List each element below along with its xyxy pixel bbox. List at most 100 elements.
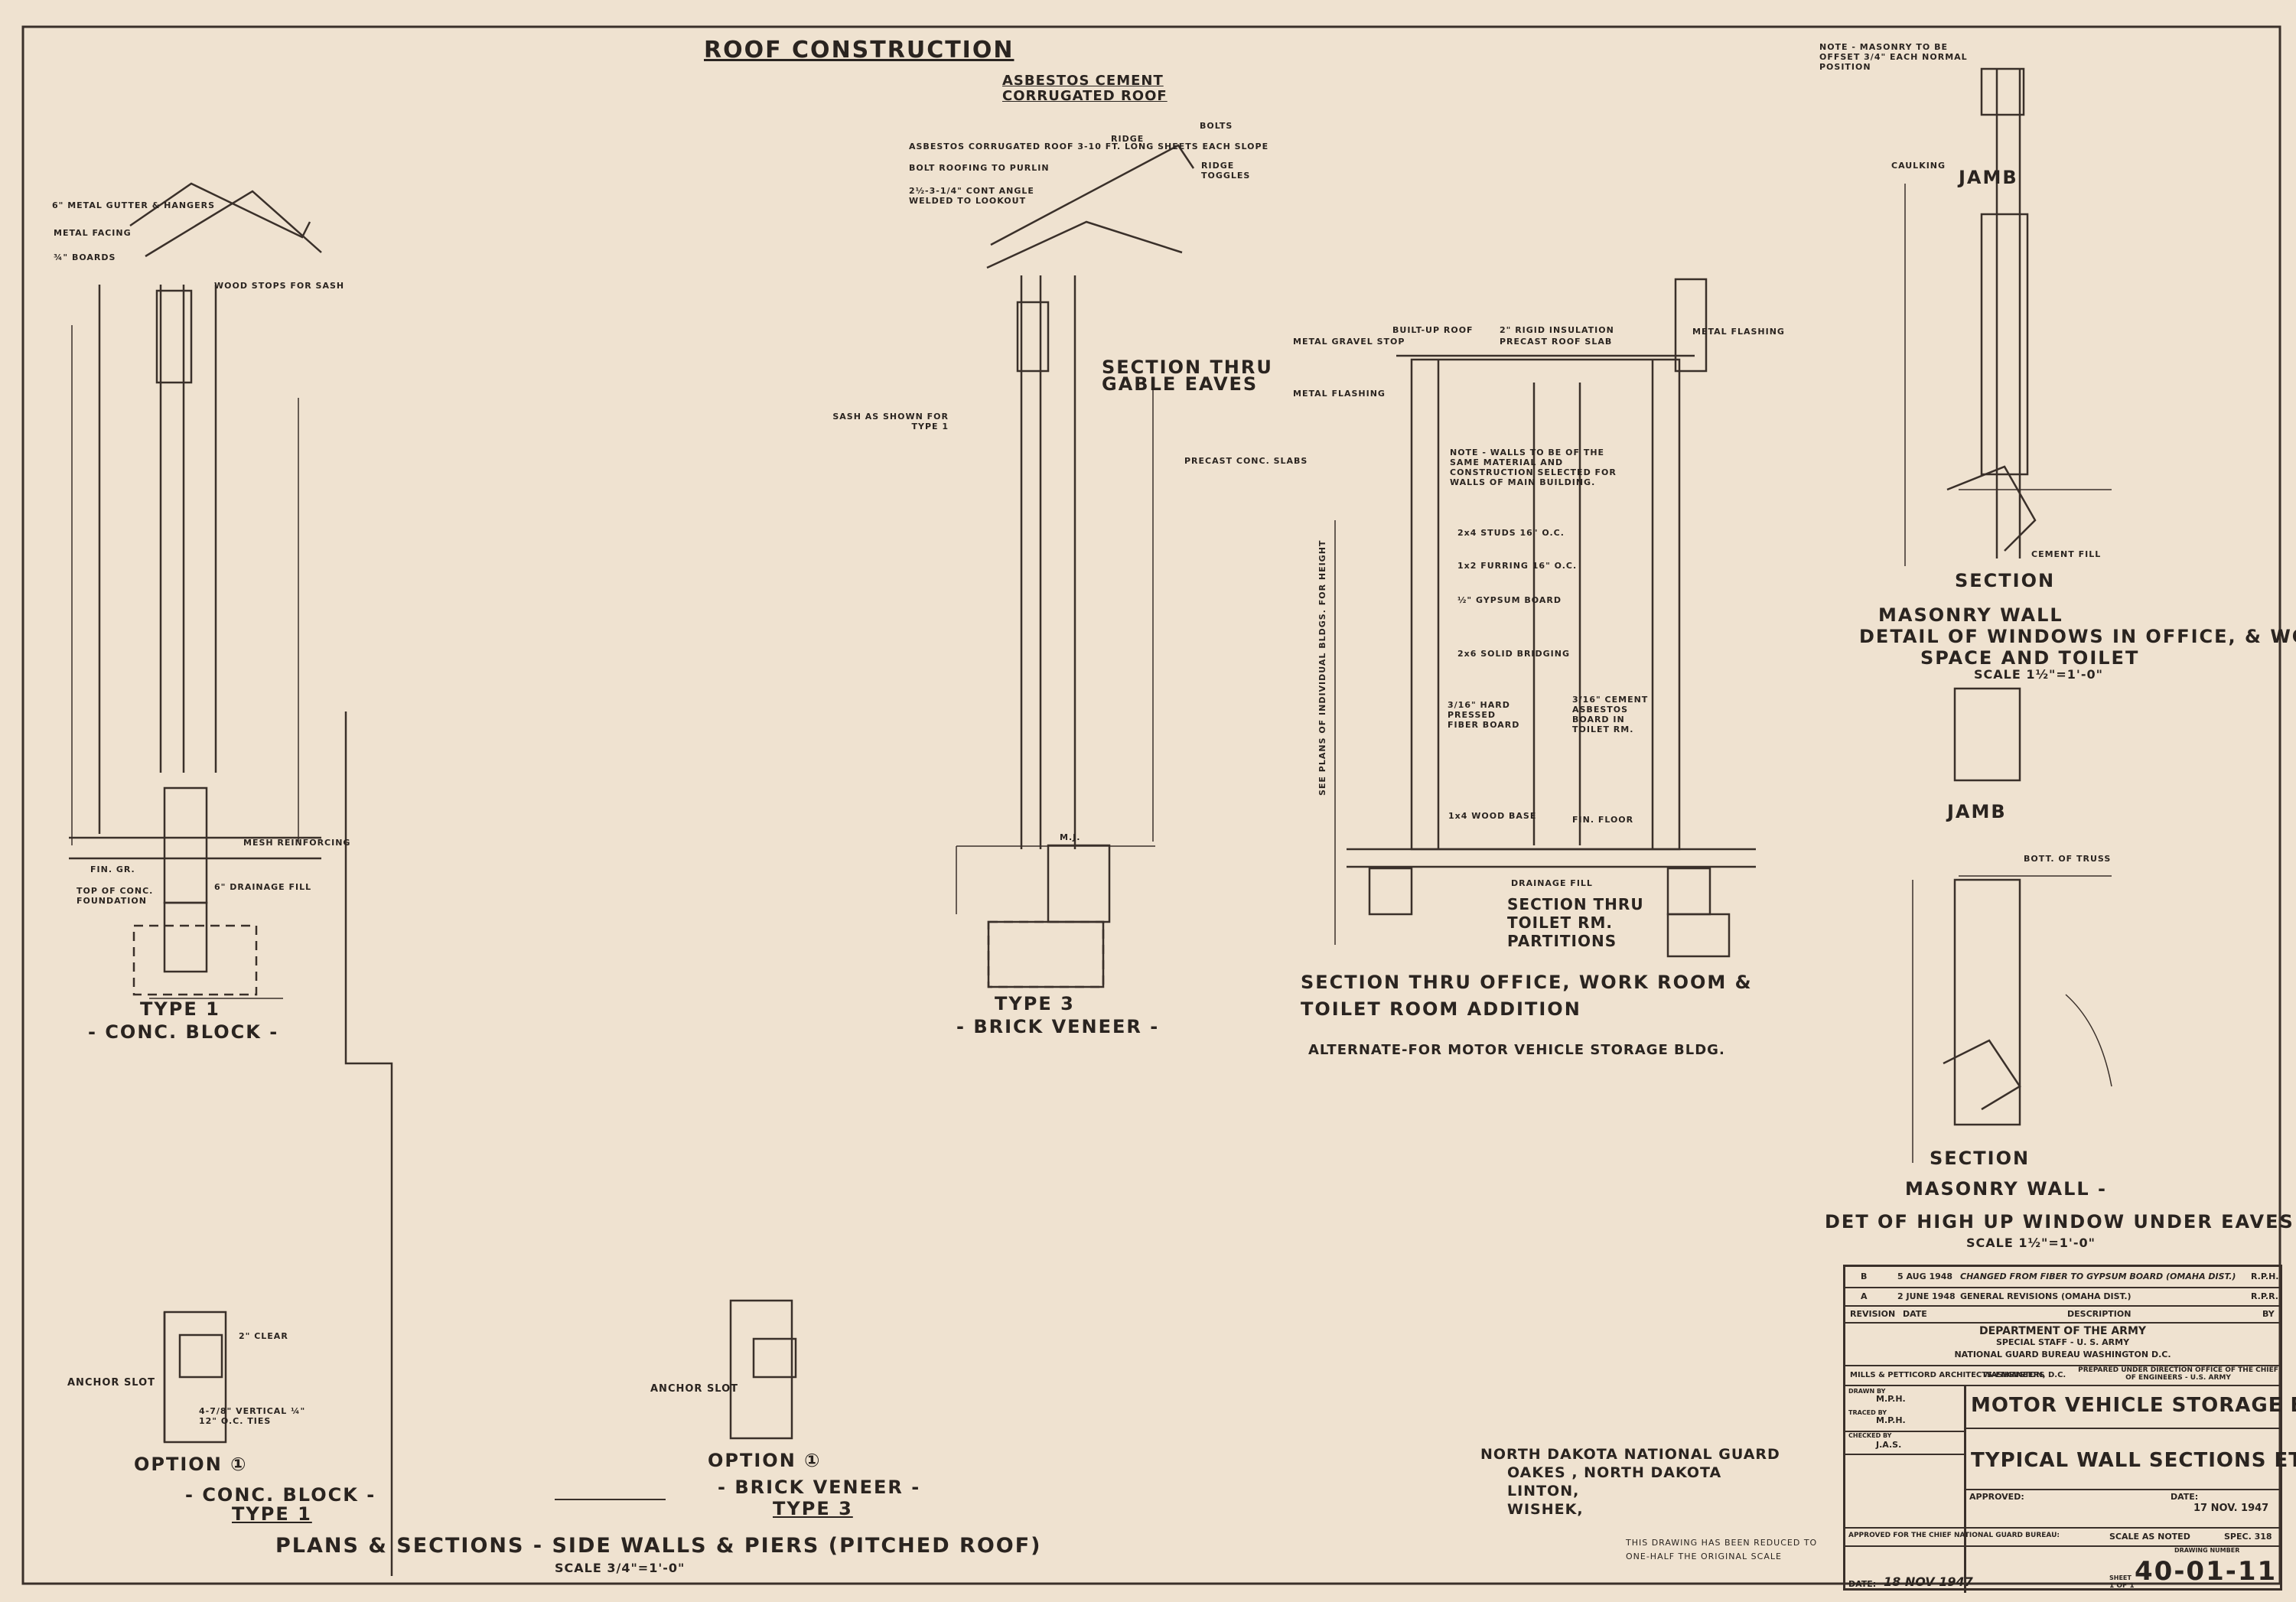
label-gypsum: ½" GYPSUM BOARD: [1457, 595, 1562, 605]
toilet-section-title-2: TOILET RM.: [1507, 913, 1613, 932]
jamb-label-1: JAMB: [1959, 167, 2018, 188]
label-drainage-fill: DRAINAGE FILL: [1511, 878, 1593, 888]
masonry-title-2: DETAIL OF WINDOWS IN OFFICE, & WORK: [1859, 626, 2296, 647]
plans-scale: SCALE 3/4"=1'-0": [555, 1561, 686, 1575]
roof-type-label-2: CORRUGATED ROOF: [1002, 88, 1168, 104]
hdr-revision: REVISION: [1850, 1309, 1896, 1319]
project-name: MOTOR VEHICLE STORAGE BLDG.: [1971, 1394, 2296, 1417]
approved-chief: APPROVED FOR THE CHIEF NATIONAL GUARD BU…: [1848, 1532, 2060, 1539]
sheet-of: 1 OF 1: [2109, 1582, 2135, 1590]
office-section-title: SECTION THRU OFFICE, WORK ROOM &: [1301, 972, 1753, 993]
bureau: NATIONAL GUARD BUREAU WASHINGTON D.C.: [1954, 1350, 2171, 1359]
date-value: 17 NOV. 1947: [2193, 1503, 2269, 1514]
option1-a-type: TYPE 1: [232, 1503, 312, 1525]
department: DEPARTMENT OF THE ARMY: [1978, 1325, 2147, 1337]
label-studs: 2x4 STUDS 16" O.C.: [1457, 528, 1565, 538]
prepared-under: PREPARED UNDER DIRECTION OFFICE OF THE C…: [2078, 1366, 2278, 1382]
rev-a-desc: GENERAL REVISIONS (OMAHA DIST.): [1960, 1291, 2132, 1301]
type1-subtitle: - CONC. BLOCK -: [88, 1021, 279, 1043]
label-wood-base: 1x4 WOOD BASE: [1448, 811, 1537, 821]
office-section: [1334, 278, 1756, 958]
drawn-traced-block: DRAWN BY M.P.H. TRACED BY M.P.H.: [1845, 1385, 1964, 1432]
masonry-note: NOTE - MASONRY TO BE OFFSET 3/4" EACH NO…: [1819, 42, 1968, 72]
masonry-title-3: SPACE AND TOILET: [1920, 647, 2140, 669]
label-asbestos-roof: ASBESTOS CORRUGATED ROOF 3-10 FT. LONG S…: [909, 142, 1269, 151]
masonry-window-detail: [1904, 67, 2112, 1163]
toilet-section-title: SECTION THRU: [1507, 895, 1644, 913]
checked-by: J.A.S.: [1876, 1440, 1902, 1450]
roof-construction-title: ROOF CONSTRUCTION: [704, 37, 1014, 63]
traced-by: M.P.H.: [1876, 1415, 1906, 1425]
rev-b-desc: CHANGED FROM FIBER TO GYPSUM BOARD (OMAH…: [1960, 1272, 2236, 1281]
label-sash-as: SASH AS SHOWN FOR TYPE 1: [832, 412, 949, 431]
project-row: MOTOR VEHICLE STORAGE BLDG.: [1966, 1385, 2296, 1429]
sheet-label: SHEET: [2109, 1574, 2132, 1581]
label-ridge: RIDGE: [1111, 134, 1145, 144]
label-metal-flashing-2: METAL FLASHING: [1293, 389, 1386, 399]
final-date: 18 NOV 1947: [1884, 1574, 1973, 1589]
label-boards: ¾" BOARDS: [54, 252, 116, 262]
section-label-1: SECTION: [1955, 570, 2056, 591]
title-block-divider: [1964, 1385, 1966, 1593]
type1-section: [69, 182, 322, 999]
option1-a-title: OPTION ①: [134, 1454, 248, 1475]
chief-row: APPROVED FOR THE CHIEF NATIONAL GUARD BU…: [1845, 1527, 2280, 1547]
label-cont-angle: 2½-3-1/4" CONT ANGLE WELDED TO LOOKOUT: [909, 186, 1034, 206]
label-metal-gravel: METAL GRAVEL STOP: [1293, 337, 1405, 347]
highup-title-2: DET OF HIGH UP WINDOW UNDER EAVES: [1825, 1211, 2294, 1232]
architects-row: MILLS & PETTICORD ARCHITECTS-ENGINEERS W…: [1845, 1365, 2280, 1386]
reduced-note-2: ONE-HALF THE ORIGINAL SCALE: [1626, 1552, 1782, 1561]
drawn-by: M.P.H.: [1876, 1394, 1906, 1404]
architects: MILLS & PETTICORD ARCHITECTS-ENGINEERS: [1850, 1371, 2045, 1379]
label-bolts: BOLTS: [1200, 121, 1233, 131]
sheet-title: TYPICAL WALL SECTIONS ETC: [1971, 1449, 2296, 1472]
department-row: DEPARTMENT OF THE ARMY SPECIAL STAFF - U…: [1845, 1322, 2280, 1366]
type3-subtitle: - BRICK VENEER -: [956, 1016, 1160, 1037]
hdr-by: BY: [2262, 1309, 2275, 1319]
label-fin-gr: FIN. GR.: [90, 864, 135, 874]
label-rigid-insulation: 2" RIGID INSULATION: [1500, 325, 1614, 335]
masonry-title-1: MASONRY WALL: [1878, 604, 2063, 626]
traced-by-label: TRACED BY: [1848, 1409, 1887, 1416]
option1-b-subtitle: - BRICK VENEER -: [718, 1477, 921, 1498]
checked-by-label: CHECKED BY: [1848, 1432, 1892, 1439]
revision-header-row: REVISION DATE DESCRIPTION BY: [1845, 1305, 2280, 1324]
label-cement-fill: CEMENT FILL: [2031, 549, 2102, 559]
rev-b-date: 5 AUG 1948: [1897, 1272, 1953, 1281]
hdr-date: DATE: [1903, 1309, 1927, 1319]
rev-b-letter: B: [1861, 1272, 1868, 1281]
spec-number: SPEC. 318: [2224, 1532, 2272, 1542]
checked-block: CHECKED BY J.A.S.: [1845, 1431, 1964, 1455]
rev-a-date: 2 JUNE 1948: [1897, 1291, 1956, 1301]
jamb-label-2: JAMB: [1947, 801, 2007, 822]
label-precast-roof: PRECAST ROOF SLAB: [1500, 337, 1613, 347]
nd-linton: LINTON,: [1507, 1483, 1580, 1499]
label-metal-gutter: 6" METAL GUTTER & HANGERS: [52, 200, 215, 210]
option1-b-title: OPTION ①: [708, 1450, 822, 1471]
type3-section: [956, 144, 1195, 988]
office-alternate-note: ALTERNATE-FOR MOTOR VEHICLE STORAGE BLDG…: [1308, 1042, 1725, 1058]
sheet-title-row: TYPICAL WALL SECTIONS ETC: [1966, 1428, 2296, 1490]
reduced-note: THIS DRAWING HAS BEEN REDUCED TO: [1626, 1538, 1818, 1548]
rev-b-by: R.P.H.: [2251, 1272, 2279, 1281]
plans-title: PLANS & SECTIONS - SIDE WALLS & PIERS (P…: [275, 1534, 1042, 1558]
label-metal-facing: METAL FACING: [54, 228, 132, 238]
revision-row-a: A 2 JUNE 1948 GENERAL REVISIONS (OMAHA D…: [1845, 1287, 2280, 1307]
label-clear: 2" CLEAR: [239, 1331, 288, 1341]
label-bott-truss: BOTT. OF TRUSS: [2024, 854, 2112, 864]
special-staff: SPECIAL STAFF - U. S. ARMY: [1995, 1337, 2130, 1347]
gable-title: SECTION THRU: [1102, 357, 1273, 378]
hdr-description: DESCRIPTION: [2067, 1309, 2132, 1319]
revision-row-b: B 5 AUG 1948 CHANGED FROM FIBER TO GYPSU…: [1845, 1267, 2280, 1288]
label-fiber-board: 3/16" HARD PRESSED FIBER BOARD: [1448, 700, 1520, 730]
drawing-number-label: DRAWING NUMBER: [2174, 1547, 2240, 1554]
masonry-scale: SCALE 1½"=1'-0": [1974, 667, 2103, 682]
type1-title: TYPE 1: [140, 998, 220, 1020]
highup-scale: SCALE 1½"=1'-0": [1966, 1236, 2096, 1250]
label-ridge-toggles: RIDGE TOGGLES: [1201, 161, 1251, 181]
label-built-up: BUILT-UP ROOF: [1392, 325, 1474, 335]
office-section-title-2: TOILET ROOM ADDITION: [1301, 998, 1581, 1020]
nd-guard: NORTH DAKOTA NATIONAL GUARD: [1480, 1446, 1780, 1463]
walls-note: NOTE - WALLS TO BE OF THE SAME MATERIAL …: [1450, 448, 1617, 487]
rev-a-letter: A: [1861, 1291, 1868, 1301]
